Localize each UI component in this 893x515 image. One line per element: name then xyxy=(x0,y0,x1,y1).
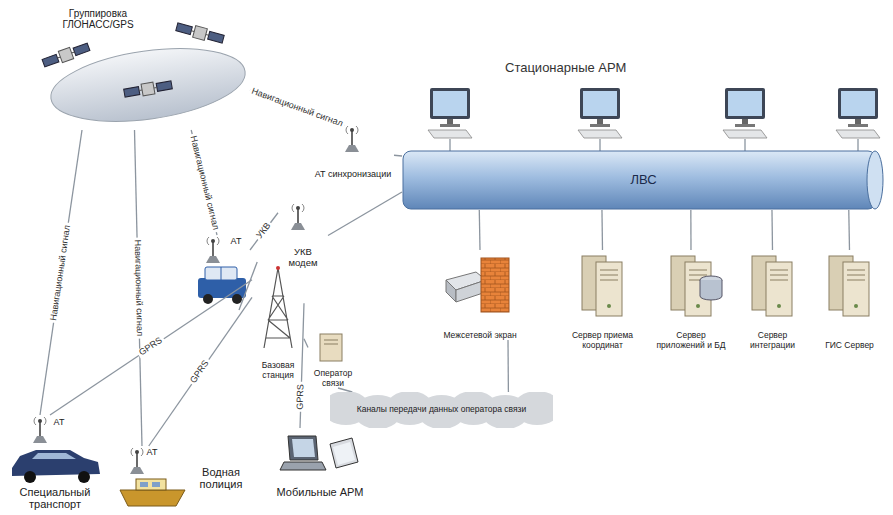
water-police: АТ Водная полиция xyxy=(115,446,250,510)
server: ГИС Сервер xyxy=(812,250,887,350)
connector xyxy=(328,192,402,236)
edge-label: Навигационный сигнал xyxy=(49,222,73,323)
connector xyxy=(771,210,773,250)
node-label: Базовая станция xyxy=(253,361,303,380)
connector xyxy=(848,210,850,250)
edge-label: УКВ xyxy=(254,220,275,243)
edge-label: GPRS xyxy=(136,335,166,360)
node-label: ЛВС xyxy=(614,173,674,187)
node-label: Специальный транспорт xyxy=(7,486,103,510)
connector xyxy=(250,213,278,250)
node-label: Группировка ГЛОНАСС/GPS xyxy=(42,8,154,30)
node-label: Каналы передачи данных оператора связи xyxy=(337,405,547,414)
connector xyxy=(149,297,252,446)
edge-label: Навигационный сигнал xyxy=(132,238,144,339)
connector xyxy=(40,130,82,415)
edge-label: Навигационный сигнал xyxy=(249,85,347,129)
node-label: Сервер приема координат xyxy=(558,331,648,350)
satellite-constellation: Группировка ГЛОНАСС/GPS xyxy=(40,5,250,130)
edge-label: GPRS xyxy=(188,357,213,387)
vhf-modem: УКВ модем xyxy=(278,203,328,268)
firewall: Межсетевой экран xyxy=(440,250,520,340)
vehicle-terminal: АТ xyxy=(195,235,250,310)
node-label: УКВ модем xyxy=(279,247,327,268)
terminal-label: АТ xyxy=(49,418,69,428)
node-label: АТ xyxy=(226,237,246,247)
edge-label: Навигационный сигнал xyxy=(187,132,221,232)
connector xyxy=(50,280,252,415)
terminal-label: АТ xyxy=(142,448,162,458)
mobile-workstations: Мобильные АРМ xyxy=(270,428,370,498)
special-vehicle: АТ Специальный транспорт xyxy=(5,415,105,510)
node-label: Водная полиция xyxy=(192,466,250,490)
connector xyxy=(479,210,481,250)
carrier-cloud: Каналы передачи данных оператора связи xyxy=(330,392,553,428)
connector xyxy=(304,339,308,348)
sync-terminal: АТ синхронизации xyxy=(312,125,394,180)
node-label: Сервер приложений и БД xyxy=(653,331,729,350)
server: Сервер интеграции xyxy=(735,250,810,350)
group-label: Стационарные АРМ xyxy=(505,60,626,75)
node-label: Сервер интеграции xyxy=(736,331,809,350)
node-label: Оператор связи xyxy=(308,369,358,388)
base-station: Базовая станция xyxy=(252,262,304,380)
node-label: Мобильные АРМ xyxy=(271,486,369,498)
operator-server: Оператор связи xyxy=(308,330,358,388)
node-label: Межсетевой экран xyxy=(441,331,519,340)
connector xyxy=(507,340,509,392)
node-label: ГИС Сервер xyxy=(813,341,886,350)
connector xyxy=(690,210,691,250)
connector xyxy=(394,155,402,157)
edge-label: GPRS xyxy=(296,382,307,412)
connector xyxy=(601,210,603,250)
lan-bus: ЛВС xyxy=(402,150,885,210)
server: Сервер приложений и БД xyxy=(652,250,730,350)
node-label: АТ синхронизации xyxy=(314,170,392,180)
server: Сервер приема координат xyxy=(555,250,650,350)
